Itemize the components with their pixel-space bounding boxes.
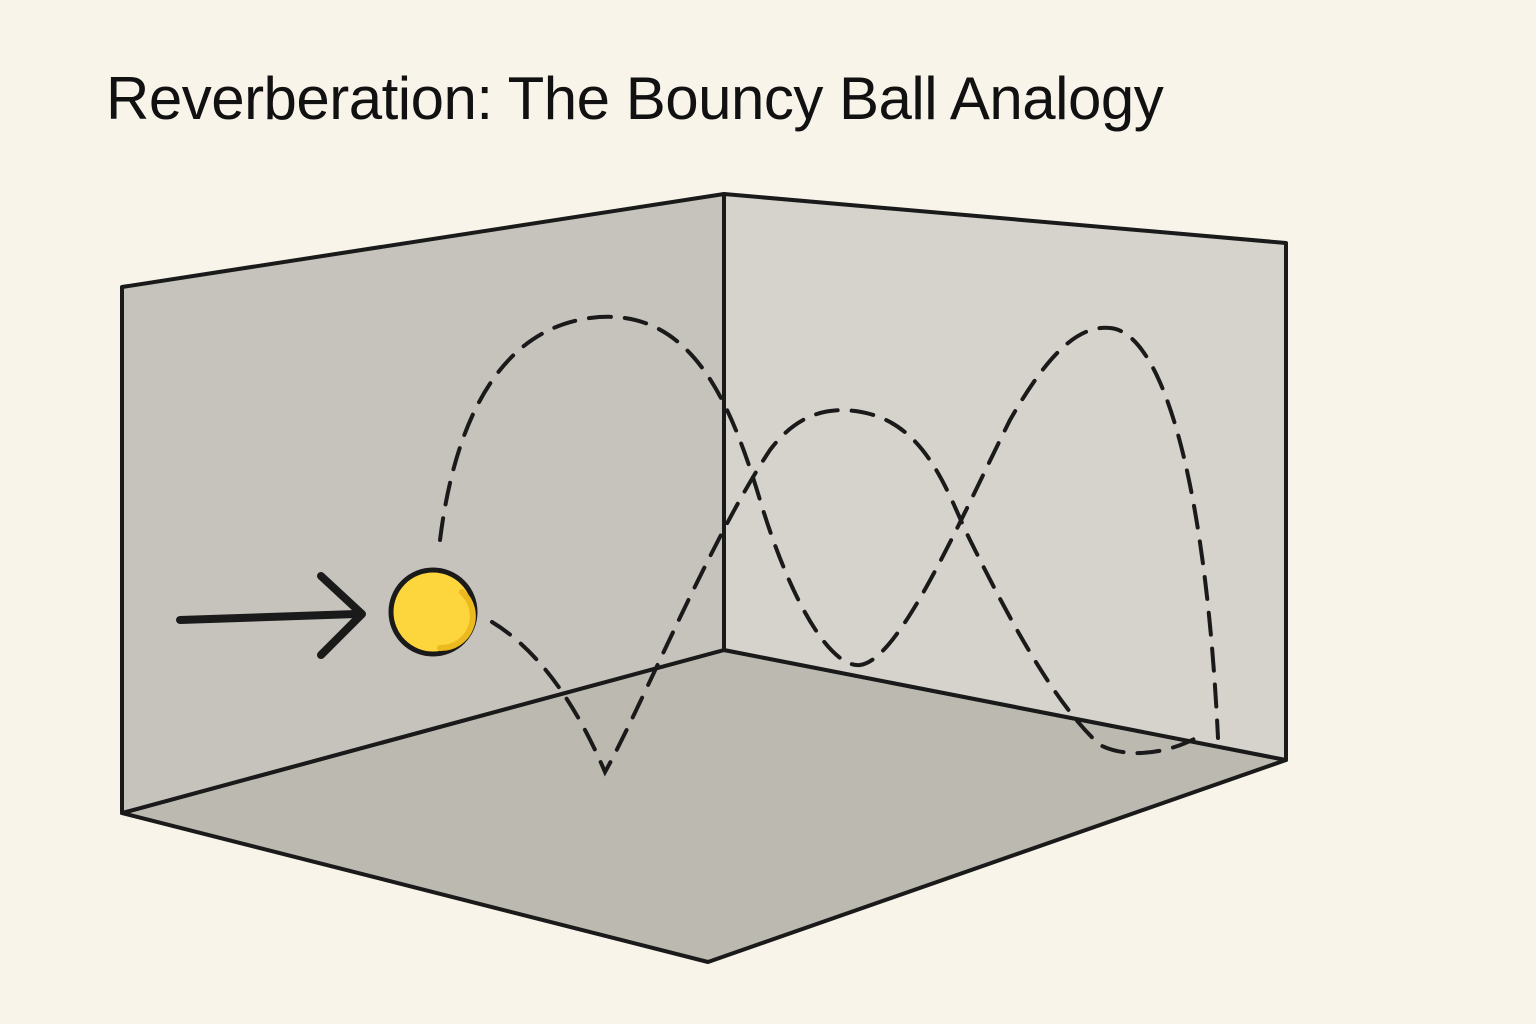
- room-right-wall: [722, 192, 1288, 762]
- ball-icon: [388, 567, 478, 657]
- trajectory-arc-1: [438, 314, 1220, 740]
- page-title: Reverberation: The Bouncy Ball Analogy: [106, 65, 1164, 132]
- arrow-right-icon: [176, 572, 366, 659]
- trajectory-arc-2: [490, 408, 1198, 777]
- bounce-trajectory: [438, 314, 1220, 777]
